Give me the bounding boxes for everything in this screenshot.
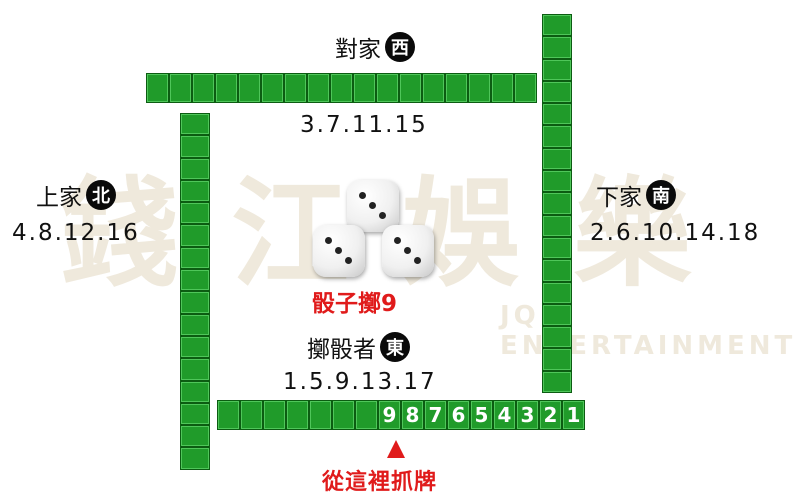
red-arrow-icon <box>387 440 405 458</box>
south-player-label: 下家 南 <box>596 178 676 212</box>
wall-tile <box>542 170 572 193</box>
wall-tile <box>542 103 572 126</box>
numbered-wall-tile: 6 <box>447 400 470 430</box>
wall-tile <box>284 73 307 103</box>
wall-tile <box>180 113 210 136</box>
east-badge: 東 <box>380 332 410 362</box>
wall-tile <box>542 14 572 37</box>
wall-tile <box>238 73 261 103</box>
wall-tile <box>542 348 572 371</box>
wall-tile <box>542 326 572 349</box>
wall-tile <box>542 214 572 237</box>
east-sequence: 1.5.9.13.17 <box>283 369 437 395</box>
wall-tile <box>491 73 514 103</box>
wall-tile <box>332 400 355 430</box>
wall-tile <box>355 400 378 430</box>
north-badge: 北 <box>86 180 116 210</box>
wall-tile <box>376 73 399 103</box>
wall-tile <box>180 358 210 381</box>
north-sequence: 4.8.12.16 <box>12 220 140 246</box>
wall-tile <box>468 73 491 103</box>
wall-tile <box>542 303 572 327</box>
wall-tile <box>514 73 537 103</box>
numbered-wall-tile: 7 <box>424 400 447 430</box>
numbered-wall-tile: 3 <box>516 400 539 430</box>
wall-tile <box>286 400 309 430</box>
wall-tile <box>180 269 210 292</box>
wall-tile <box>263 400 286 430</box>
north-player-label: 上家 北 <box>36 178 116 212</box>
top-tile-wall <box>146 73 537 103</box>
east-label-text: 擲骰者 <box>307 337 376 363</box>
wall-tile <box>542 58 572 81</box>
numbered-wall-tile: 9 <box>378 400 401 430</box>
wall-tile <box>180 402 210 426</box>
wall-tile <box>240 400 263 430</box>
numbered-wall-tile: 1 <box>562 400 585 430</box>
wall-tile <box>215 73 238 103</box>
wall-tile <box>180 380 210 403</box>
wall-tile <box>542 125 572 148</box>
east-player-label: 擲骰者 東 <box>307 330 410 364</box>
wall-tile <box>180 335 210 359</box>
west-badge: 西 <box>385 32 415 62</box>
dice-result: 骰子擲9 <box>312 291 398 317</box>
wall-tile <box>180 425 210 448</box>
wall-tile <box>422 73 445 103</box>
die-left <box>313 225 365 277</box>
wall-tile <box>169 73 192 103</box>
die-top <box>347 180 399 232</box>
wall-tile <box>180 291 210 314</box>
wall-tile <box>330 73 353 103</box>
numbered-wall-tile: 5 <box>470 400 493 430</box>
west-sequence: 3.7.11.15 <box>300 112 428 138</box>
wall-tile <box>192 73 215 103</box>
right-tile-wall <box>542 14 572 394</box>
wall-tile <box>180 135 210 158</box>
south-badge: 南 <box>646 180 676 210</box>
wall-tile <box>542 370 572 394</box>
west-label-text: 對家 <box>335 37 381 63</box>
wall-tile <box>542 192 572 215</box>
die-right <box>382 225 434 277</box>
left-tile-wall <box>180 113 210 470</box>
start-draw-text: 從這裡抓牌 <box>322 470 438 495</box>
wall-tile <box>542 281 572 304</box>
wall-tile <box>217 400 240 430</box>
south-sequence: 2.6.10.14.18 <box>590 220 761 246</box>
wall-tile <box>180 157 210 180</box>
wall-tile <box>542 236 572 260</box>
wall-tile <box>542 259 572 282</box>
wall-tile <box>180 224 210 247</box>
wall-tile <box>542 147 572 171</box>
wall-tile <box>399 73 422 103</box>
wall-tile <box>307 73 330 103</box>
wall-tile <box>445 73 468 103</box>
wall-tile <box>180 202 210 225</box>
wall-tile <box>180 313 210 336</box>
west-player-label: 對家 西 <box>335 30 415 64</box>
numbered-wall-tile: 2 <box>539 400 562 430</box>
north-label-text: 上家 <box>36 185 82 211</box>
wall-tile <box>309 400 332 430</box>
numbered-wall-tile: 4 <box>493 400 516 430</box>
wall-tile <box>542 36 572 59</box>
numbered-wall-tile: 8 <box>401 400 424 430</box>
wall-tile <box>180 179 210 203</box>
wall-tile <box>542 80 572 104</box>
wall-tile <box>180 246 210 270</box>
wall-tile <box>146 73 169 103</box>
wall-tile <box>261 73 284 103</box>
wall-tile <box>180 447 210 470</box>
south-label-text: 下家 <box>596 185 642 211</box>
wall-tile <box>353 73 376 103</box>
